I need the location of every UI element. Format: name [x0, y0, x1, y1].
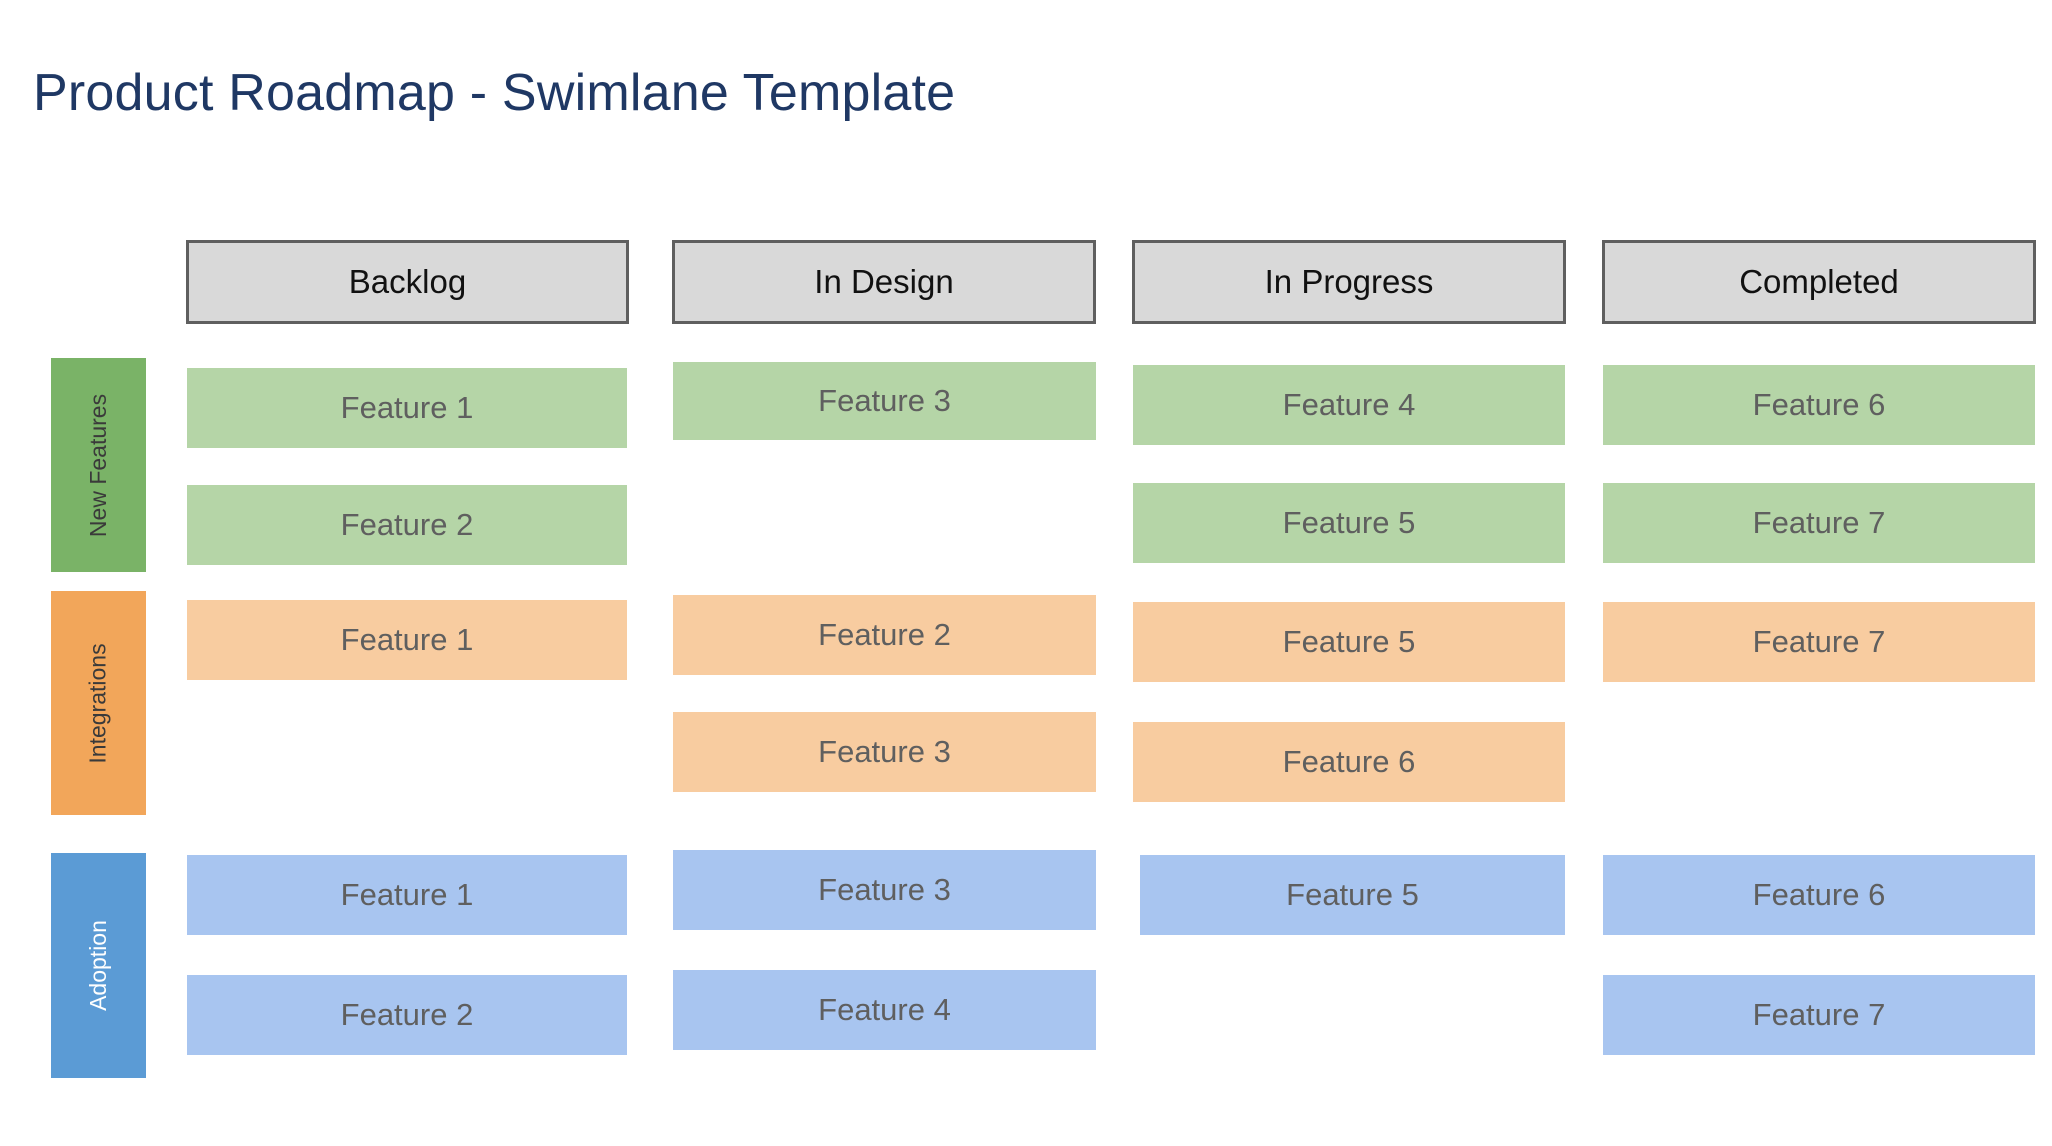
task-card[interactable]: Feature 5 [1133, 483, 1565, 563]
task-card[interactable]: Feature 2 [187, 975, 627, 1055]
task-card[interactable]: Feature 5 [1140, 855, 1565, 935]
swimlane-label-new-features[interactable]: New Features [51, 358, 146, 572]
task-card[interactable]: Feature 7 [1603, 483, 2035, 563]
task-card[interactable]: Feature 3 [673, 712, 1096, 792]
task-card-label: Feature 3 [818, 734, 951, 769]
task-card-label: Feature 7 [1752, 624, 1886, 659]
task-card[interactable]: Feature 4 [1133, 365, 1565, 445]
task-card-label: Feature 2 [340, 507, 474, 542]
task-card-label: Feature 5 [1286, 877, 1419, 912]
task-card-label: Feature 6 [1282, 744, 1416, 779]
task-card-label: Feature 4 [818, 992, 951, 1027]
swimlane-label-integrations[interactable]: Integrations [51, 591, 146, 815]
task-card-label: Feature 2 [818, 617, 951, 652]
column-header-backlog[interactable]: Backlog [186, 240, 629, 324]
task-card[interactable]: Feature 7 [1603, 975, 2035, 1055]
swimlane-label-text: Integrations [85, 642, 112, 764]
task-card-label: Feature 3 [818, 872, 951, 907]
column-header-label: Completed [1739, 263, 1899, 300]
swimlane-label-adoption[interactable]: Adoption [51, 853, 146, 1078]
task-card[interactable]: Feature 1 [187, 600, 627, 680]
column-header-label: In Progress [1264, 263, 1434, 300]
task-card-label: Feature 3 [818, 383, 951, 418]
task-card[interactable]: Feature 5 [1133, 602, 1565, 682]
task-card[interactable]: Feature 6 [1603, 365, 2035, 445]
task-card[interactable]: Feature 3 [673, 850, 1096, 930]
task-card-label: Feature 1 [340, 877, 474, 912]
task-card[interactable]: Feature 4 [673, 970, 1096, 1050]
task-card-label: Feature 1 [340, 390, 474, 425]
swimlane-label-text: Adoption [85, 920, 111, 1011]
task-card[interactable]: Feature 2 [673, 595, 1096, 675]
column-header-label: Backlog [348, 263, 467, 300]
task-card[interactable]: Feature 2 [187, 485, 627, 565]
column-header-completed[interactable]: Completed [1602, 240, 2036, 324]
task-card[interactable]: Feature 1 [187, 855, 627, 935]
task-card-label: Feature 1 [340, 622, 474, 657]
column-header-label: In Design [814, 263, 954, 300]
column-header-in-design[interactable]: In Design [672, 240, 1096, 324]
swimlane-label-text: New Features [85, 393, 112, 537]
task-card[interactable]: Feature 1 [187, 368, 627, 448]
task-card[interactable]: Feature 7 [1603, 602, 2035, 682]
task-card-label: Feature 5 [1282, 624, 1416, 659]
task-card-label: Feature 7 [1752, 997, 1886, 1032]
task-card-label: Feature 6 [1752, 877, 1886, 912]
task-card-label: Feature 6 [1752, 387, 1886, 422]
task-card[interactable]: Feature 6 [1603, 855, 2035, 935]
page-title: Product Roadmap - Swimlane Template [33, 64, 956, 122]
column-header-in-progress[interactable]: In Progress [1132, 240, 1566, 324]
task-card[interactable]: Feature 6 [1133, 722, 1565, 802]
task-card-label: Feature 7 [1752, 505, 1886, 540]
task-card-label: Feature 4 [1282, 387, 1416, 422]
task-card-label: Feature 2 [340, 997, 474, 1032]
task-card-label: Feature 5 [1282, 505, 1416, 540]
task-card[interactable]: Feature 3 [673, 362, 1096, 440]
